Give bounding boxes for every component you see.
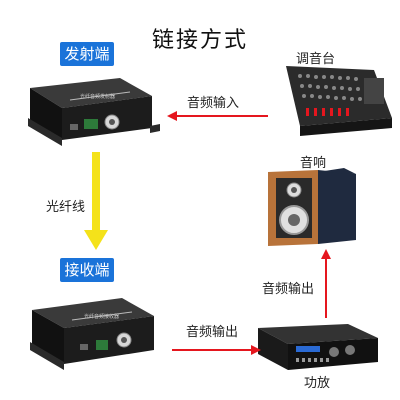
transmitter-device: 光纤音频发射器 xyxy=(28,78,160,146)
audio-input-label: 音频输入 xyxy=(187,96,240,111)
mixer-label: 调音台 xyxy=(296,52,336,67)
mixer-device xyxy=(286,66,392,136)
transmitter-badge: 发射端 xyxy=(60,42,114,66)
receiver-panel-text: 光纤音频接收器 xyxy=(84,313,119,320)
speaker-device xyxy=(268,168,356,246)
audio-output-label-right: 音频输出 xyxy=(262,282,315,297)
transmitter-panel-text: 光纤音频发射器 xyxy=(80,93,115,100)
amplifier-label: 功放 xyxy=(304,376,331,391)
amplifier-device xyxy=(258,324,378,370)
speaker-label: 音响 xyxy=(300,156,327,171)
fiber-cable-label: 光纤线 xyxy=(46,200,86,215)
receiver-badge: 接收端 xyxy=(60,258,114,282)
receiver-device: 光纤音频接收器 xyxy=(30,298,154,370)
page-title: 链接方式 xyxy=(151,28,248,53)
audio-output-label-bottom: 音频输出 xyxy=(186,325,239,340)
fiber-arrow xyxy=(84,152,108,250)
